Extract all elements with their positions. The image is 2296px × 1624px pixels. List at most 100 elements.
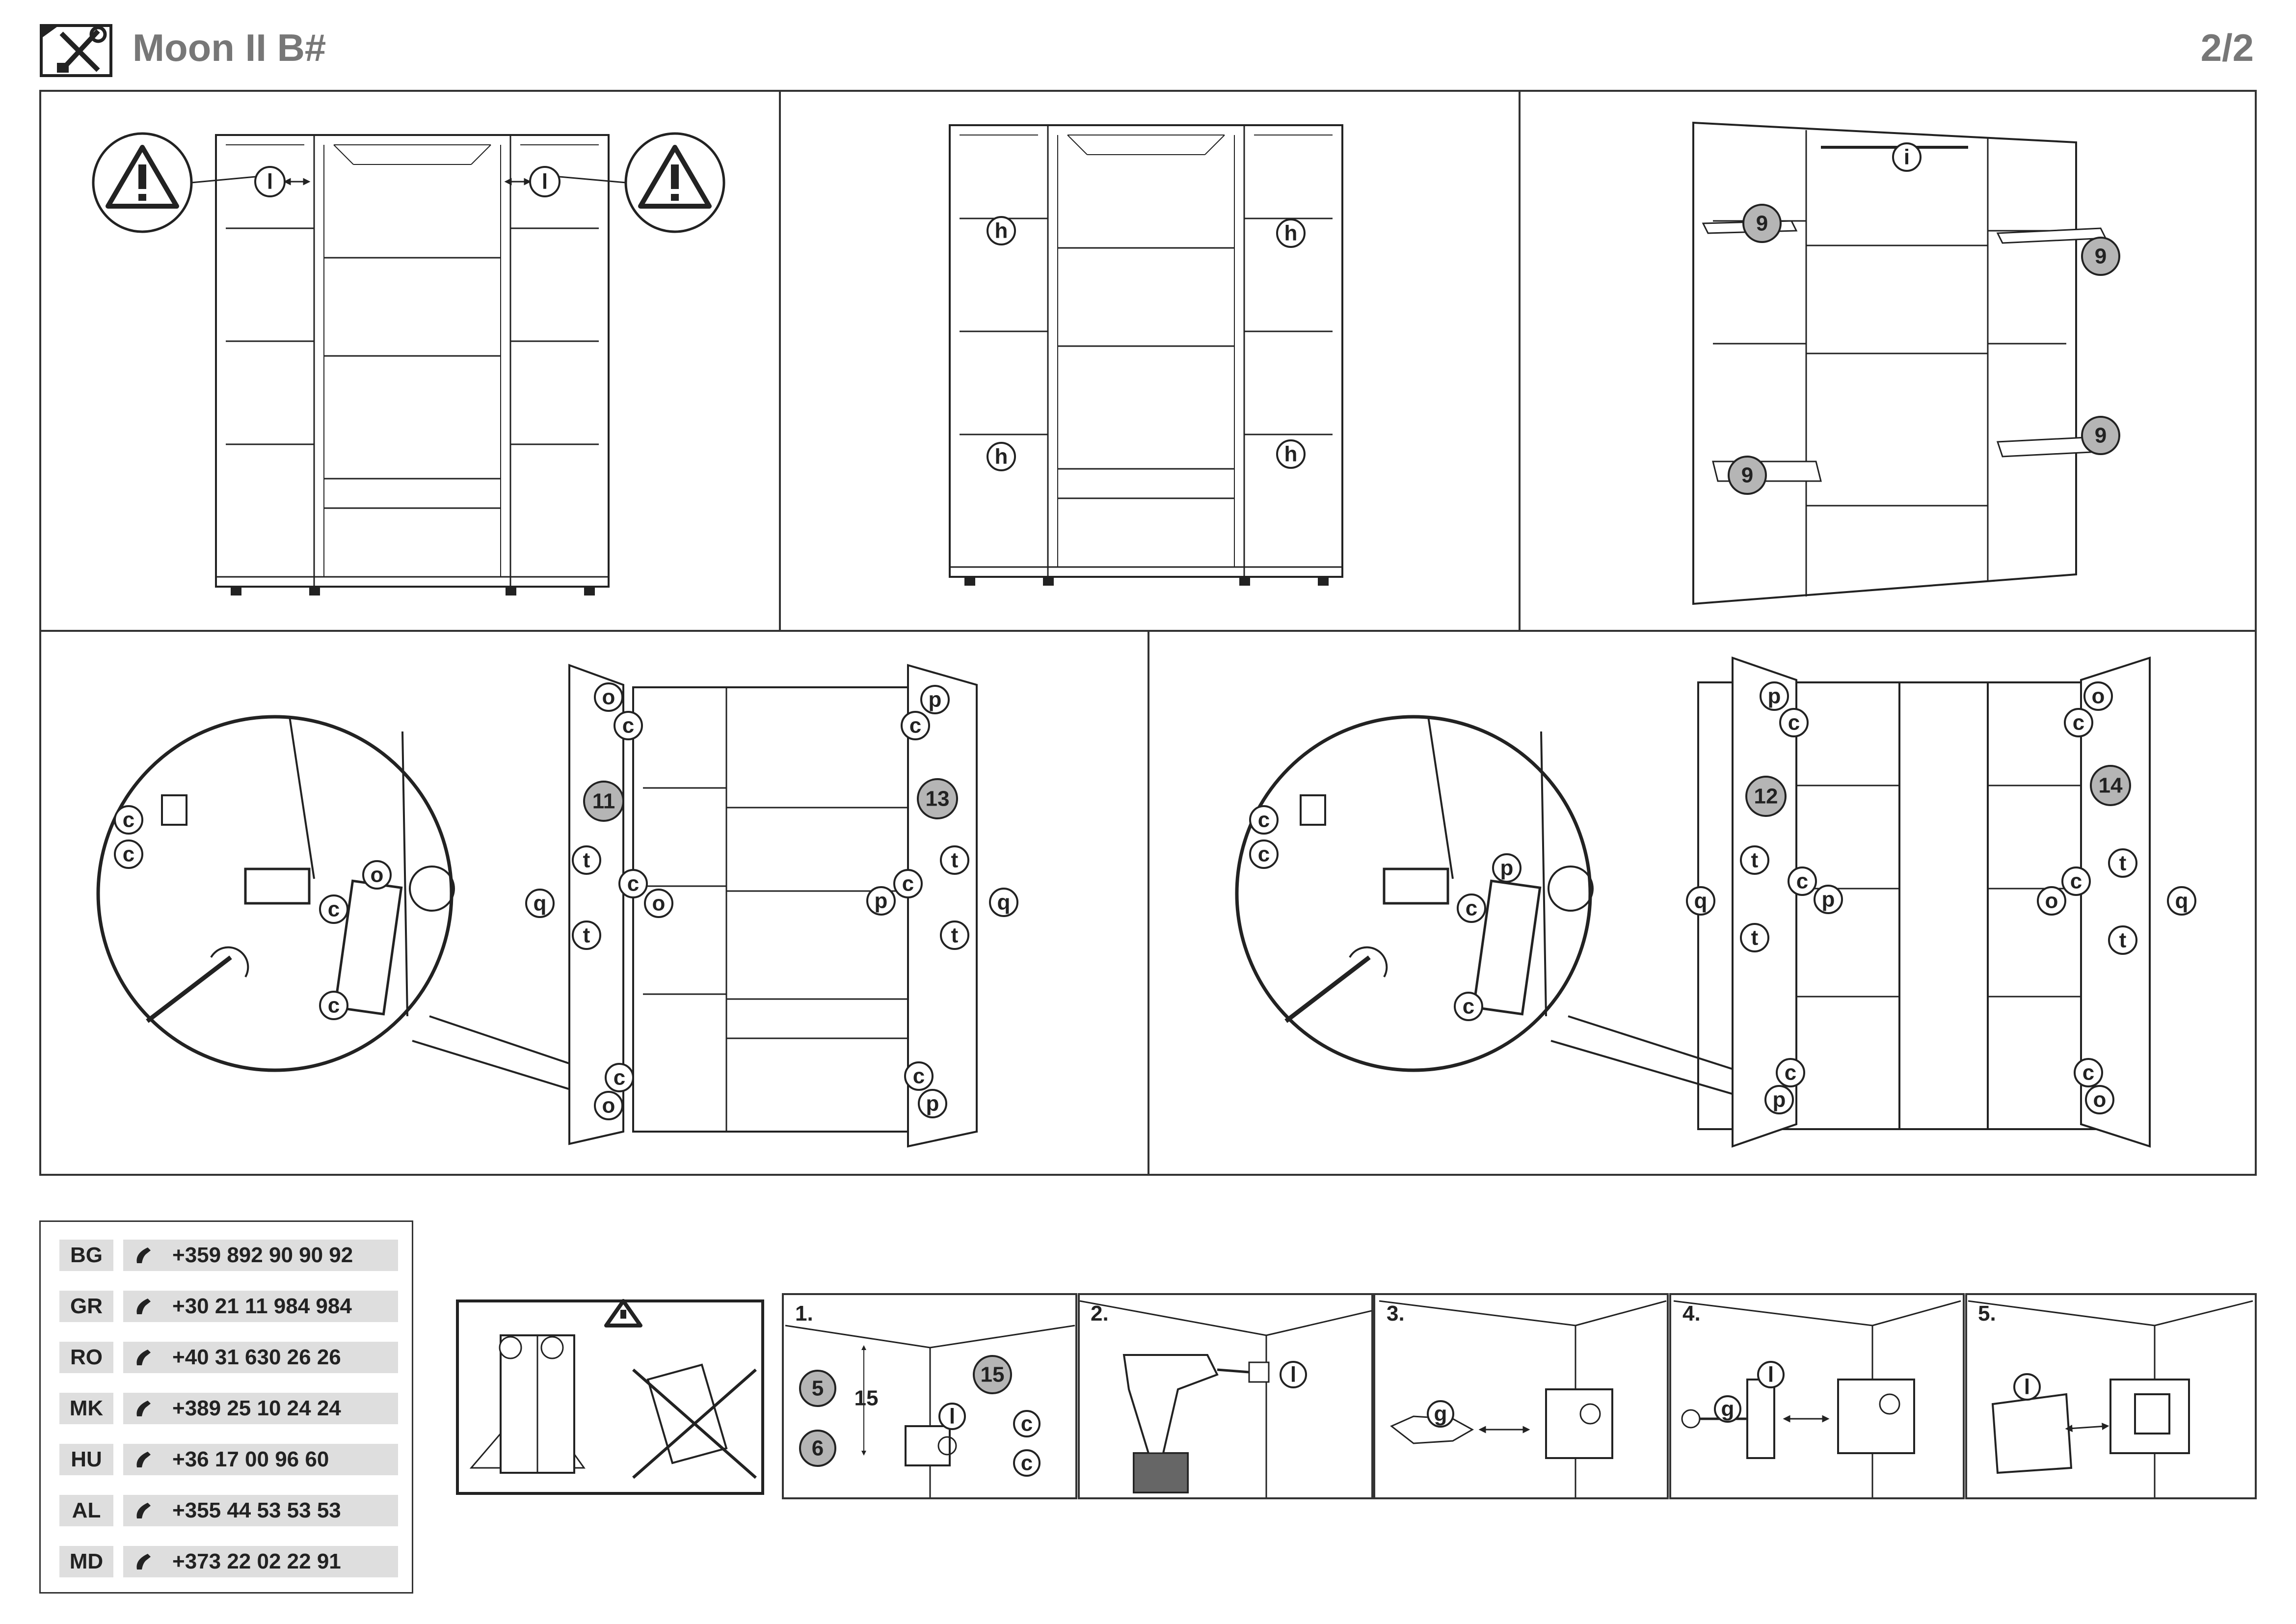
svg-text:15: 15 — [981, 1363, 1005, 1387]
svg-text:9: 9 — [2095, 424, 2107, 448]
phone-number[interactable]: +389 25 10 24 24 — [172, 1396, 341, 1420]
svg-text:14: 14 — [2099, 774, 2123, 798]
hinge-labels-left: c c o c c — [114, 805, 392, 1020]
svg-text:l: l — [267, 170, 273, 194]
wall-step-5-number: 5. — [1978, 1301, 1996, 1326]
page-header: Moon II B# 2/2 — [0, 0, 2296, 88]
wall-step-2 — [1078, 1293, 1373, 1499]
contact-row: GR +30 21 11 984 984 — [59, 1291, 398, 1322]
svg-text:c: c — [328, 994, 340, 1018]
phone-number[interactable]: +373 22 02 22 91 — [172, 1549, 341, 1573]
label-l-right: l — [504, 166, 561, 197]
svg-text:o: o — [2045, 889, 2058, 913]
svg-text:13: 13 — [926, 787, 950, 811]
label-h-group: h h h h — [987, 216, 1306, 471]
svg-text:c: c — [627, 872, 639, 896]
phone-field: +40 31 630 26 26 — [123, 1342, 398, 1373]
svg-text:c: c — [123, 842, 134, 866]
phone-handset-icon — [136, 1554, 151, 1570]
panel-mid-2 — [1148, 630, 2257, 1176]
svg-text:g: g — [1434, 1402, 1447, 1426]
country-code: HU — [59, 1444, 113, 1475]
phone-handset-icon — [136, 1299, 151, 1314]
svg-text:p: p — [1822, 888, 1835, 912]
svg-text:p: p — [1773, 1088, 1786, 1112]
phone-field: +30 21 11 984 984 — [123, 1291, 398, 1322]
country-code: GR — [59, 1291, 113, 1322]
wall-step-4 — [1669, 1293, 1965, 1499]
svg-text:c: c — [1021, 1412, 1033, 1436]
svg-text:c: c — [1463, 995, 1474, 1019]
wall-step-3 — [1373, 1293, 1669, 1499]
phone-field: +355 44 53 53 53 — [123, 1495, 398, 1526]
svg-text:q: q — [2175, 889, 2189, 913]
wall-step-5-drawing: l — [1968, 1300, 2253, 1497]
phone-number[interactable]: +40 31 630 26 26 — [172, 1345, 341, 1369]
labels-doors-a: o c p c 11 13 t t q c o p c t t q c o c … — [525, 682, 1018, 1120]
svg-text:c: c — [1796, 869, 1808, 893]
svg-text:o: o — [602, 685, 615, 709]
svg-text:p: p — [1500, 856, 1514, 880]
country-code: BG — [59, 1240, 113, 1271]
svg-text:9: 9 — [1741, 463, 1753, 487]
wall-step-3-number: 3. — [1387, 1301, 1405, 1326]
svg-text:o: o — [652, 892, 666, 916]
wall-step-2-drawing: l — [1079, 1300, 1372, 1497]
contact-row: RO +40 31 630 26 26 — [59, 1342, 398, 1373]
svg-text:g: g — [1721, 1397, 1735, 1421]
svg-text:c: c — [902, 872, 914, 896]
svg-text:o: o — [371, 863, 384, 887]
phone-number[interactable]: +36 17 00 96 60 — [172, 1447, 329, 1471]
panel-top-2 — [779, 90, 1521, 632]
wardrobe-step-c — [1692, 121, 2107, 605]
svg-text:o: o — [2092, 684, 2105, 708]
svg-text:h: h — [1284, 221, 1298, 245]
svg-text:11: 11 — [592, 789, 615, 813]
wall-step-1 — [782, 1293, 1077, 1499]
contact-phone-table: BG +359 892 90 90 92 GR +30 21 11 984 98… — [39, 1220, 413, 1594]
phone-field: +389 25 10 24 24 — [123, 1393, 398, 1424]
label-l-left: l — [254, 166, 311, 197]
svg-text:t: t — [583, 848, 590, 872]
svg-text:q: q — [997, 891, 1011, 915]
phone-number[interactable]: +359 892 90 90 92 — [172, 1243, 353, 1267]
phone-handset-icon — [136, 1452, 151, 1467]
svg-text:c: c — [1466, 896, 1477, 920]
phone-number[interactable]: +355 44 53 53 53 — [172, 1498, 341, 1522]
wall-step-5 — [1965, 1293, 2257, 1499]
contact-row: BG +359 892 90 90 92 — [59, 1240, 398, 1271]
svg-text:o: o — [2093, 1088, 2107, 1112]
phone-handset-icon — [136, 1247, 151, 1263]
svg-text:c: c — [1258, 842, 1270, 866]
svg-text:9: 9 — [1756, 212, 1768, 236]
svg-text:l: l — [2024, 1375, 2030, 1399]
contact-row: HU +36 17 00 96 60 — [59, 1444, 398, 1475]
phone-handset-icon — [136, 1350, 151, 1365]
svg-text:c: c — [2073, 711, 2084, 735]
country-code: AL — [59, 1495, 113, 1526]
labels-doors-b: p c o c 12 14 t t q c p o c t t q c p c … — [1686, 681, 2196, 1114]
svg-text:c: c — [913, 1064, 925, 1088]
wall-step-1-drawing: 15 5 6 15 l c c — [785, 1325, 1075, 1497]
svg-text:t: t — [2119, 928, 2127, 952]
phone-handset-icon — [136, 1401, 151, 1416]
phone-number[interactable]: +30 21 11 984 984 — [172, 1294, 352, 1318]
panel-top-3 — [1519, 90, 2257, 632]
svg-text:5: 5 — [812, 1377, 824, 1401]
warning-triangle-icon — [92, 132, 256, 233]
svg-text:h: h — [1284, 442, 1298, 466]
svg-text:t: t — [1751, 848, 1759, 872]
svg-text:p: p — [929, 688, 942, 712]
warning-triangle-icon — [559, 132, 725, 233]
country-code: MD — [59, 1546, 113, 1577]
hinge-detail-right — [1235, 715, 1767, 1101]
svg-text:l: l — [949, 1405, 955, 1429]
svg-text:q: q — [1694, 889, 1708, 913]
svg-text:c: c — [2070, 869, 2082, 893]
wall-step-4-number: 4. — [1682, 1301, 1701, 1326]
svg-text:q: q — [534, 892, 547, 916]
svg-text:c: c — [2082, 1061, 2094, 1085]
svg-text:l: l — [1768, 1363, 1774, 1387]
contact-row: MK +389 25 10 24 24 — [59, 1393, 398, 1424]
